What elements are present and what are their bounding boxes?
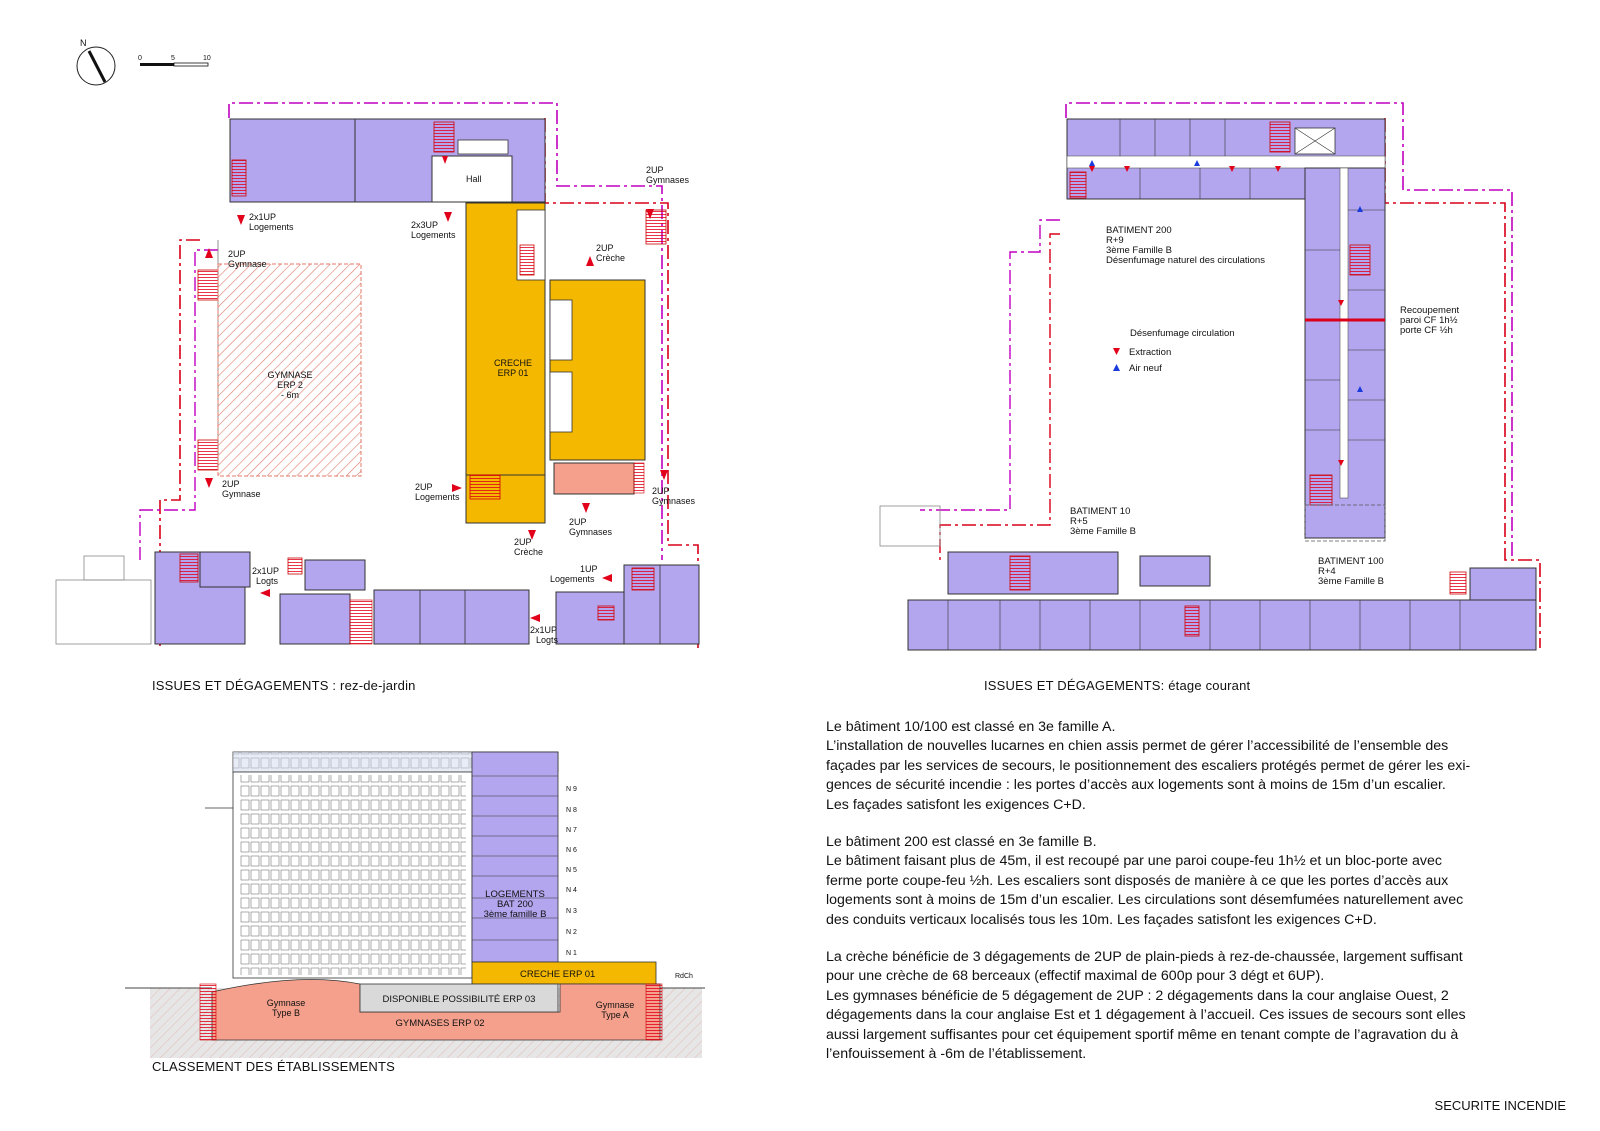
compass: N [76, 38, 116, 86]
floor-label-n5: N 5 [566, 867, 577, 874]
floor-label-n1: N 1 [566, 950, 577, 957]
scale-tick-10: 10 [203, 55, 211, 62]
caption-etage-courant: ISSUES ET DÉGAGEMENTS: étage courant [984, 678, 1251, 693]
floor-label-n4: N 4 [566, 887, 577, 894]
plan-rez-de-jardin: Hall [55, 102, 700, 648]
west-boundary-line-2 [139, 249, 218, 560]
caption-rez-de-jardin: ISSUES ET DÉGAGEMENTS : rez-de-jardin [152, 678, 416, 693]
paragraph-batiment-200: Le bâtiment 200 est classé en 3e famille… [826, 834, 1464, 928]
scale-tick-5: 5 [171, 55, 175, 62]
floor-label-n6: N 6 [566, 847, 577, 854]
description-text: Le bâtiment 10/100 est classé en 3e fami… [826, 718, 1546, 1083]
legend-air-label: Air neuf [1129, 363, 1162, 374]
legend-extraction-icon [1113, 348, 1120, 355]
west-fire-line-right [939, 233, 1060, 560]
floor-label-n3: N 3 [566, 908, 577, 915]
legend-extraction-label: Extraction [1129, 347, 1171, 358]
floor-label-n2: N 2 [566, 929, 577, 936]
caption-classement: CLASSEMENT DES ÉTABLISSEMENTS [152, 1059, 395, 1074]
west-boundary-line-right [920, 219, 1060, 511]
scale-tick-0: 0 [138, 55, 142, 62]
property-boundary-line-right [1065, 102, 1513, 560]
hall-label: Hall [466, 174, 482, 184]
label-disponible: DISPONIBLE POSSIBILITÉ ERP 03 [383, 994, 536, 1005]
floor-label-n8: N 8 [566, 807, 577, 814]
scale-bar: 0 5 10 [138, 55, 211, 67]
footer-title: SECURITE INCENDIE [1434, 1098, 1566, 1113]
smoke-markers [1089, 160, 1363, 466]
label-rdch: RdCh [675, 973, 693, 980]
building-section: N 9 N 8 N 7 N 6 N 5 N 4 N 3 N 2 N 1 LOGE… [125, 751, 705, 1058]
paragraph-creche-gymnases: La crèche bénéficie de 3 dégagements de … [826, 949, 1466, 1063]
label-creche-section: CRECHE ERP 01 [520, 969, 595, 980]
legend-title: Désenfumage circulation [1130, 328, 1235, 339]
compass-north-label: N [80, 38, 87, 48]
property-boundary-line [228, 102, 663, 560]
west-boundary-line [159, 239, 200, 648]
paragraph-batiment-10-100: Le bâtiment 10/100 est classé en 3e fami… [826, 719, 1471, 813]
floor-label-n7: N 7 [566, 827, 577, 834]
floor-label-n9: N 9 [566, 786, 577, 793]
exit-arrows [205, 156, 668, 622]
legend-air-icon [1113, 364, 1120, 371]
label-gymnases-erp02: GYMNASES ERP 02 [395, 1018, 484, 1029]
